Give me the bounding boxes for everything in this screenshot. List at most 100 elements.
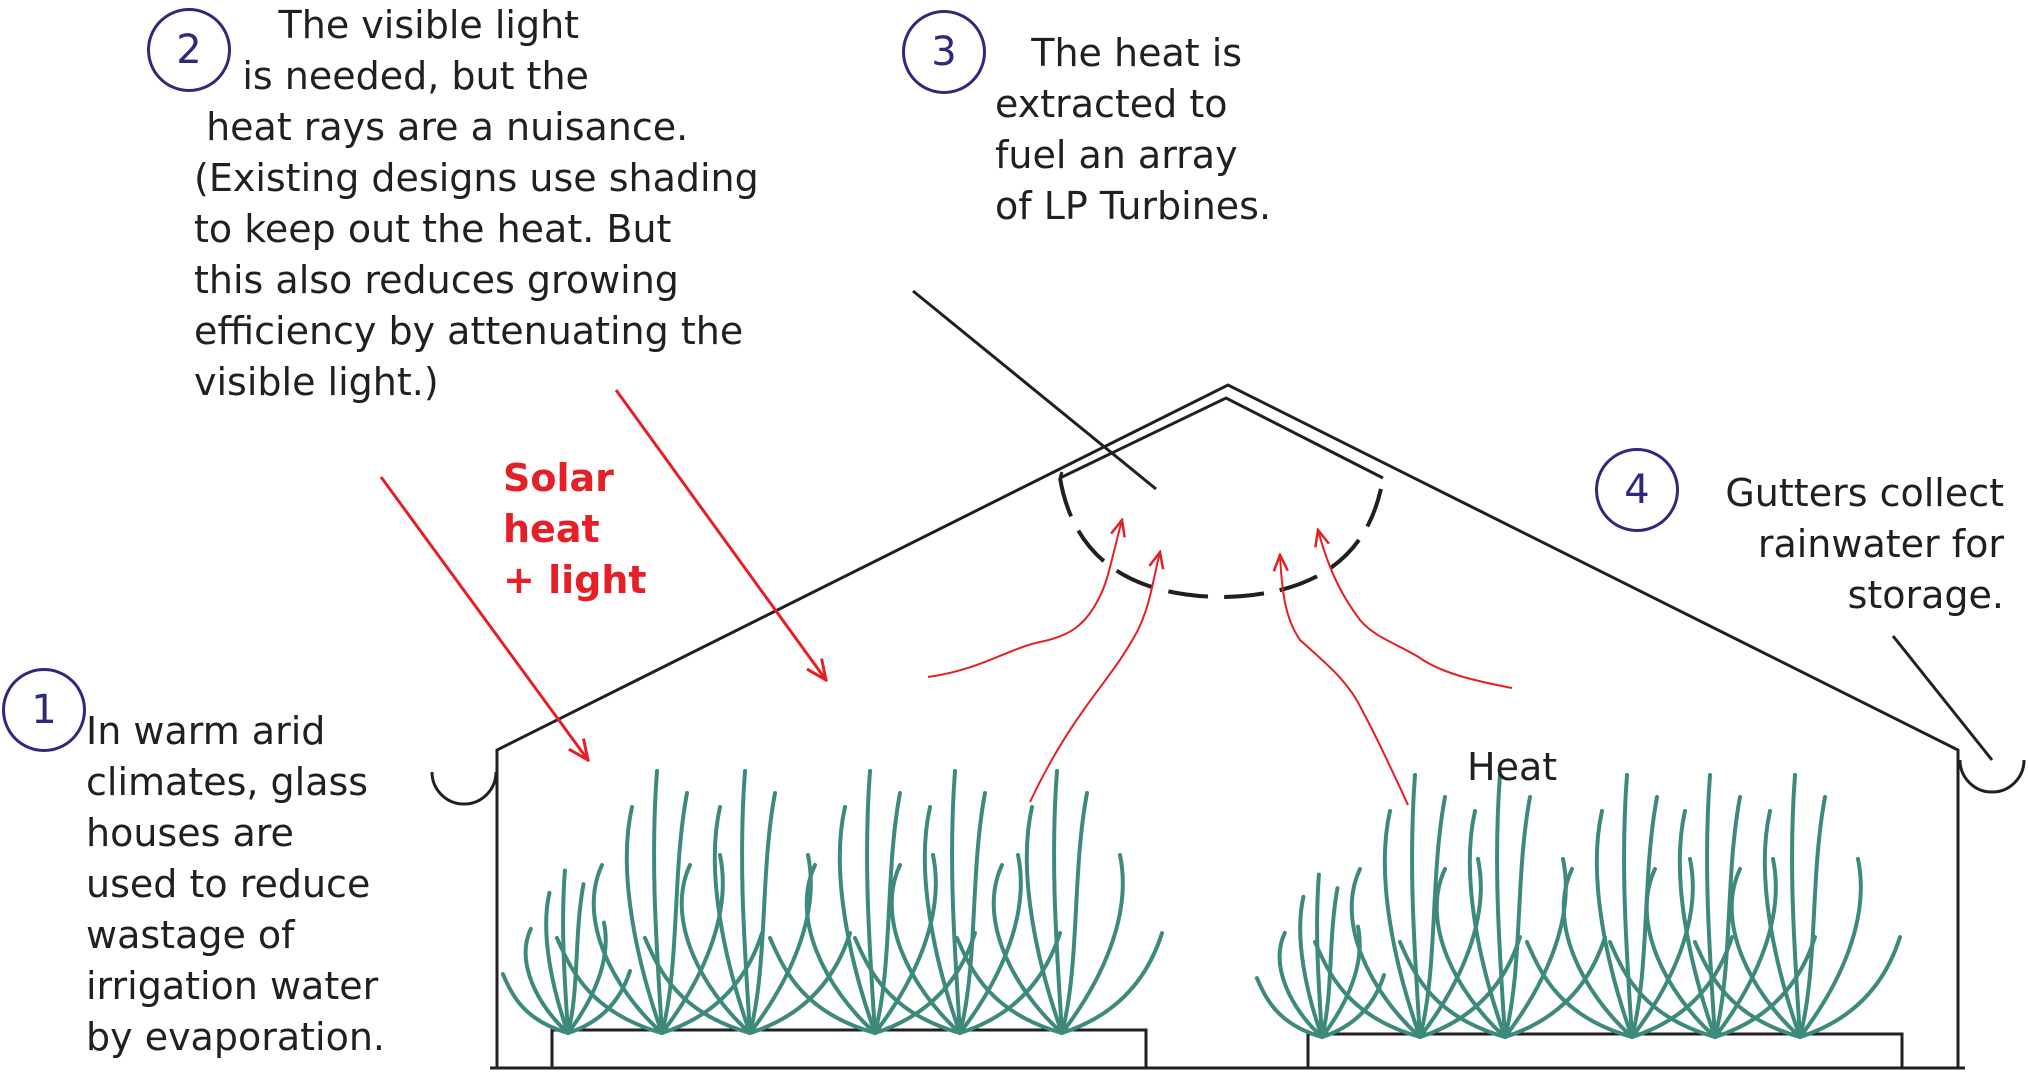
plant-blade	[555, 936, 664, 1035]
plant-blade	[958, 853, 1023, 1035]
plant-blade	[591, 863, 664, 1035]
plants	[500, 769, 1902, 1039]
plant-clump	[1398, 773, 1607, 1039]
plant-blade	[873, 853, 938, 1035]
plant-blade	[1729, 867, 1802, 1039]
annotation-badge-3: 3	[902, 10, 986, 94]
greenhouse-roof-and-walls	[495, 383, 1960, 1068]
plant-blade	[1024, 805, 1064, 1035]
roof-ridge-inner	[1059, 396, 1384, 480]
plant-blade	[1060, 931, 1164, 1035]
annotation-badge-1: 1	[2, 668, 86, 752]
plant-clump	[955, 769, 1164, 1035]
plant-blade	[1608, 940, 1717, 1039]
heat-ray-2	[1029, 552, 1160, 803]
plant-blade	[1052, 769, 1064, 1035]
plant-blade	[1254, 976, 1324, 1039]
plant-blade	[1525, 940, 1634, 1039]
plant-blade	[679, 863, 752, 1035]
plant-blade	[1398, 940, 1507, 1039]
plant-blade	[1798, 935, 1902, 1039]
plant-blade	[837, 805, 877, 1035]
plant-blade	[1298, 894, 1324, 1039]
plant-blade	[1677, 809, 1717, 1039]
heat-label: Heat	[1467, 745, 1558, 789]
ridge-vent-line-left	[1058, 471, 1064, 479]
plant-blade	[660, 791, 689, 1035]
plant-blade	[1630, 795, 1659, 1039]
plant-blade	[865, 769, 877, 1035]
solar-arrows	[379, 389, 826, 760]
plant-clump	[555, 769, 764, 1035]
plant-blade	[1503, 795, 1532, 1039]
annotation-text-3: The heat is extracted to fuel an array o…	[995, 31, 1272, 228]
annotation-text-2: The visible light is needed, but the hea…	[194, 3, 759, 404]
solar-arrow-right	[614, 389, 826, 680]
plant-blade	[624, 805, 664, 1035]
plant-blade	[889, 863, 962, 1035]
right-gutter	[1958, 759, 2026, 794]
leader-line-3	[912, 289, 1157, 491]
plant-blade	[1644, 867, 1717, 1039]
annotation-text-4: Gutters collect rainwater for storage.	[1725, 471, 2004, 617]
plant-blade	[1410, 773, 1422, 1039]
plant-clump	[1693, 773, 1902, 1039]
annotation-text-1: In warm arid climates, glass houses are …	[86, 709, 385, 1059]
heat-collector	[1058, 477, 1385, 600]
plant-blade	[991, 863, 1064, 1035]
plant-blade	[873, 791, 902, 1035]
plant-blade	[1705, 773, 1717, 1039]
plant-clump	[643, 769, 852, 1035]
plant-blade	[544, 890, 570, 1035]
plant-blade	[1594, 809, 1634, 1039]
plant-clump	[500, 868, 632, 1035]
plant-blade	[1503, 935, 1607, 1039]
plant-blade	[1277, 930, 1324, 1039]
leader-line-4	[1891, 635, 1994, 761]
plant-blade	[660, 853, 725, 1035]
plant-blade	[958, 791, 987, 1035]
planting-bed-left	[550, 1028, 1148, 1070]
plant-clump	[1254, 872, 1386, 1039]
plant-blade	[1790, 773, 1802, 1039]
plant-blade	[566, 882, 586, 1035]
planting-bed-right	[1306, 1032, 1904, 1070]
plant-blade	[566, 920, 608, 1035]
plant-blade	[1561, 867, 1634, 1039]
plant-blade	[1320, 886, 1340, 1039]
plant-blade	[1630, 857, 1695, 1039]
plant-blade	[643, 936, 752, 1035]
heat-ray-3	[1280, 555, 1409, 806]
plant-blade	[1713, 795, 1742, 1039]
plant-blade	[1320, 924, 1362, 1039]
plant-blade	[1349, 867, 1422, 1039]
plant-blade	[748, 931, 852, 1035]
plant-blade	[1418, 857, 1483, 1039]
plant-blade	[1622, 773, 1634, 1039]
plant-blade	[652, 769, 664, 1035]
plant-blade	[1434, 867, 1507, 1039]
plant-blade	[566, 969, 632, 1035]
plant-blade	[1798, 857, 1863, 1039]
annotation-badge-4: 4	[1595, 448, 1679, 532]
plant-clump	[1608, 773, 1817, 1039]
plant-blade	[523, 926, 570, 1035]
plant-blade	[768, 936, 877, 1035]
plant-blade	[1315, 872, 1324, 1039]
plant-blade	[1798, 795, 1827, 1039]
plant-blade	[853, 936, 962, 1035]
plant-blade	[1060, 853, 1125, 1035]
heat-rays	[927, 520, 1513, 806]
plant-blade	[660, 931, 764, 1035]
plant-blade	[1762, 809, 1802, 1039]
plant-blade	[955, 936, 1064, 1035]
solar-heat-light-label: Solar heat + light	[503, 456, 647, 602]
plant-blade	[1313, 940, 1422, 1039]
plant-blade	[922, 805, 962, 1035]
plant-blade	[740, 769, 752, 1035]
plant-blade	[950, 769, 962, 1035]
plant-blade	[804, 863, 877, 1035]
plant-blade	[748, 791, 777, 1035]
plant-clump	[768, 769, 977, 1035]
